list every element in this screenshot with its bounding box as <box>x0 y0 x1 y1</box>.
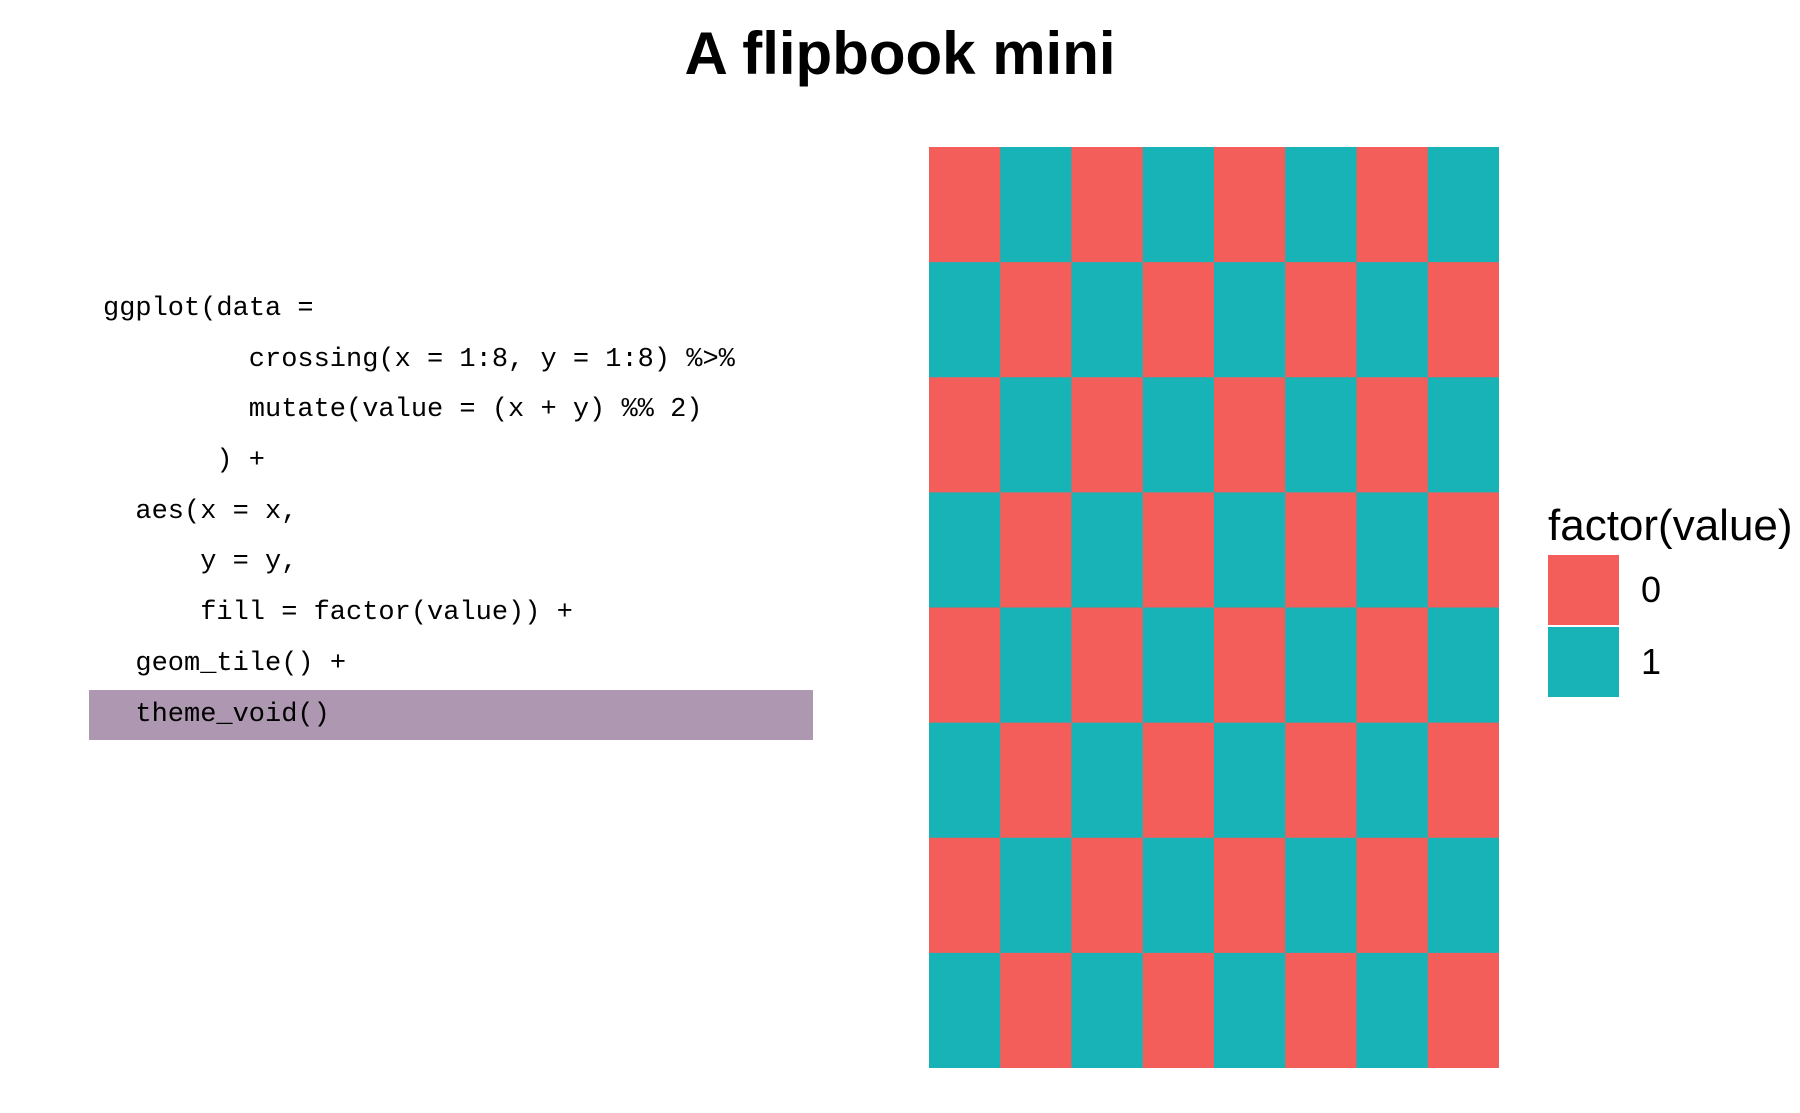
legend-label-1: 1 <box>1641 641 1662 682</box>
code-line: mutate(value = (x + y) %% 2) <box>248 395 703 426</box>
tile-x1-y8 <box>929 147 1001 263</box>
tile-x7-y4 <box>1356 607 1429 724</box>
tile-x2-y8 <box>1000 147 1072 263</box>
tile-x3-y8 <box>1071 147 1144 263</box>
legend-key-0 <box>1548 555 1619 625</box>
tile-x8-y2 <box>1427 837 1499 954</box>
code-line: fill = factor(value)) + <box>200 598 573 629</box>
code-line: y = y, <box>200 547 298 578</box>
tile-x4-y6 <box>1142 377 1215 493</box>
tile-x1-y6 <box>929 377 1001 493</box>
legend-item-1: 1 <box>1548 626 1800 698</box>
tile-x3-y6 <box>1071 377 1144 493</box>
tile-x8-y6 <box>1427 377 1499 493</box>
tile-x6-y8 <box>1285 147 1357 263</box>
legend-label-0: 0 <box>1641 569 1662 610</box>
tile-x4-y1 <box>1142 952 1215 1068</box>
tile-x7-y1 <box>1356 952 1429 1068</box>
tile-x6-y2 <box>1285 837 1357 954</box>
code-line: ggplot(data = <box>103 294 314 324</box>
tile-x1-y1 <box>929 952 1001 1068</box>
tile-x5-y3 <box>1214 722 1286 839</box>
tile-x2-y6 <box>1000 377 1072 493</box>
tile-x2-y4 <box>1000 607 1072 724</box>
tile-x3-y2 <box>1071 837 1144 954</box>
tile-x4-y8 <box>1142 147 1215 263</box>
tile-x3-y4 <box>1071 607 1144 724</box>
tile-x4-y2 <box>1142 837 1215 954</box>
tile-x5-y2 <box>1214 837 1286 954</box>
tile-x8-y4 <box>1427 607 1499 724</box>
code-line: aes(x = x, <box>135 496 298 527</box>
tile-x7-y8 <box>1356 147 1429 263</box>
tile-x8-y8 <box>1427 147 1499 263</box>
tile-x4-y7 <box>1142 262 1215 378</box>
tile-x8-y1 <box>1427 952 1499 1068</box>
tile-x1-y3 <box>929 722 1001 839</box>
legend-item-0: 0 <box>1548 554 1800 626</box>
tile-x6-y3 <box>1285 722 1357 839</box>
tile-x8-y5 <box>1427 492 1499 609</box>
tile-x6-y4 <box>1285 607 1357 724</box>
tile-x7-y5 <box>1356 492 1429 609</box>
tile-x4-y3 <box>1142 722 1215 839</box>
legend-title: factor(value) <box>1548 501 1793 550</box>
code-line: ) + <box>216 446 265 477</box>
tile-plot-svg <box>929 147 1499 1068</box>
tile-x1-y4 <box>929 607 1001 724</box>
tile-x5-y6 <box>1214 377 1286 493</box>
tile-x2-y1 <box>1000 952 1072 1068</box>
tile-x5-y8 <box>1214 147 1286 263</box>
tile-x3-y1 <box>1071 952 1144 1068</box>
legend: factor(value) 0 1 <box>1548 498 1800 698</box>
tile-x4-y4 <box>1142 607 1215 724</box>
tile-x2-y2 <box>1000 837 1072 954</box>
tile-x1-y7 <box>929 262 1001 378</box>
code-line: theme_void() <box>89 689 813 741</box>
tile-x5-y7 <box>1214 262 1286 378</box>
tile-x6-y5 <box>1285 492 1357 609</box>
tile-x6-y6 <box>1285 377 1357 493</box>
code-line: crossing(x = 1:8, y = 1:8) %>% <box>248 344 735 375</box>
tile-x5-y4 <box>1214 607 1286 724</box>
tile-x3-y3 <box>1071 722 1144 839</box>
tile-x6-y1 <box>1285 952 1357 1068</box>
tile-x3-y7 <box>1071 262 1144 378</box>
tile-x7-y7 <box>1356 262 1429 378</box>
slide-title: A flipbook mini <box>684 20 1116 87</box>
tile-x7-y3 <box>1356 722 1429 839</box>
tile-x8-y3 <box>1427 722 1499 839</box>
tile-x6-y7 <box>1285 262 1357 378</box>
code-line: geom_tile() + <box>135 648 347 679</box>
tile-x2-y5 <box>1000 492 1072 609</box>
tile-x1-y2 <box>929 837 1001 954</box>
legend-key-1 <box>1548 627 1619 697</box>
tile-x1-y5 <box>929 492 1001 609</box>
tile-x5-y5 <box>1214 492 1286 609</box>
tile-x8-y7 <box>1427 262 1499 378</box>
tile-x2-y3 <box>1000 722 1072 839</box>
checkerboard-plot <box>929 147 1499 1068</box>
tile-x7-y2 <box>1356 837 1429 954</box>
tile-x5-y1 <box>1214 952 1286 1068</box>
tile-x3-y5 <box>1071 492 1144 609</box>
tile-x4-y5 <box>1142 492 1215 609</box>
tile-x7-y6 <box>1356 377 1429 493</box>
code-panel: ggplot(data = crossing(x = 1:8, y = 1:8) … <box>89 284 813 741</box>
tile-x2-y7 <box>1000 262 1072 378</box>
